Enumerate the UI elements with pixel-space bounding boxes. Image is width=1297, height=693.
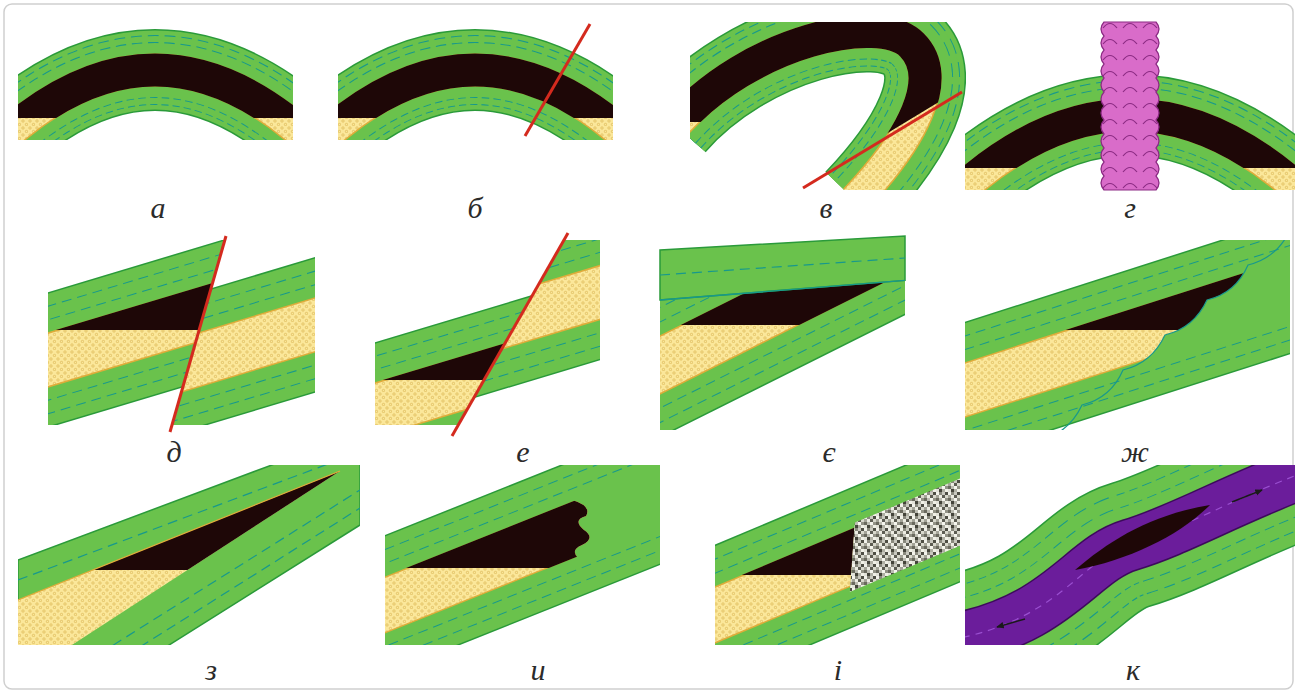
facies-change-trap	[900, 230, 1297, 440]
faulted-anticline-trap	[310, 24, 640, 150]
panel-letter: е	[516, 437, 529, 467]
panel-letter: з	[205, 655, 217, 685]
panel-letter: ж	[1121, 437, 1149, 467]
hydrodynamic-trap	[950, 470, 1297, 640]
panel-letter: і	[834, 655, 842, 685]
lithologic-trap	[300, 471, 720, 639]
anticline-trap	[0, 70, 320, 150]
panel-letter: в	[819, 193, 832, 223]
salt-dome-trap	[955, 22, 1297, 195]
reverse-fault-trap	[300, 233, 700, 436]
pinch-out-trap	[18, 432, 360, 693]
overturned-fold-trap	[675, 32, 962, 200]
panel-letter: д	[166, 437, 181, 467]
panel-letter: б	[467, 193, 482, 223]
panel-letter: а	[151, 193, 166, 223]
unconformity-trap	[560, 215, 960, 415]
panel-letter: г	[1124, 193, 1136, 223]
panel-letter: и	[531, 655, 546, 685]
permeability-barrier-trap	[640, 495, 1000, 646]
panel-letter: к	[1126, 655, 1140, 685]
fault-trap	[0, 236, 400, 432]
panel-letter: є	[822, 437, 835, 467]
